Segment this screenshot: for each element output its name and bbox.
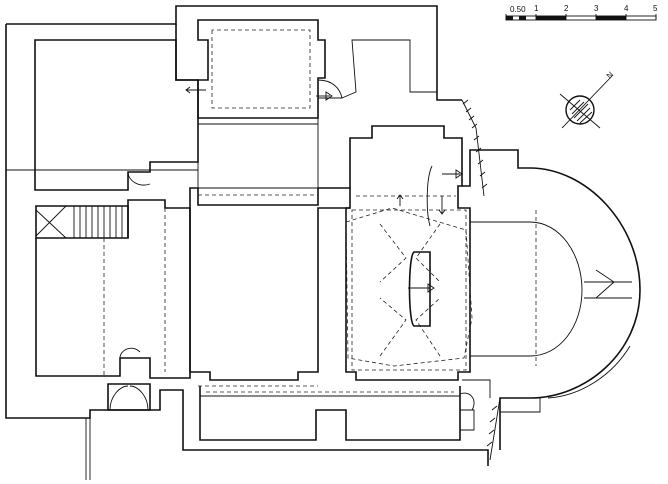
room-north-annex	[197, 19, 437, 189]
scale-label-0-50: 0.50	[510, 5, 526, 14]
outer-wall-outline	[5, 5, 489, 466]
stair-icon	[35, 205, 129, 239]
room-apse	[459, 149, 641, 450]
scale-label-1: 1	[534, 4, 539, 13]
scale-label-4: 4	[624, 4, 629, 13]
section-arrow-icon	[185, 86, 463, 293]
room-south-annex	[199, 386, 461, 441]
room-domed-bay	[345, 125, 473, 381]
room-west-hall	[35, 171, 191, 480]
north-arrow-label: N	[605, 70, 616, 81]
scale-bar: 0.50 1 2 3 4 5	[505, 4, 658, 21]
scale-label-5: 5	[653, 4, 658, 13]
scale-label-3: 3	[594, 4, 599, 13]
exterior-hatch-fragment	[461, 99, 631, 461]
room-top-left	[34, 39, 199, 191]
scale-label-2: 2	[564, 4, 569, 13]
room-central-nave	[189, 187, 351, 387]
north-arrow-icon: N	[559, 70, 616, 129]
